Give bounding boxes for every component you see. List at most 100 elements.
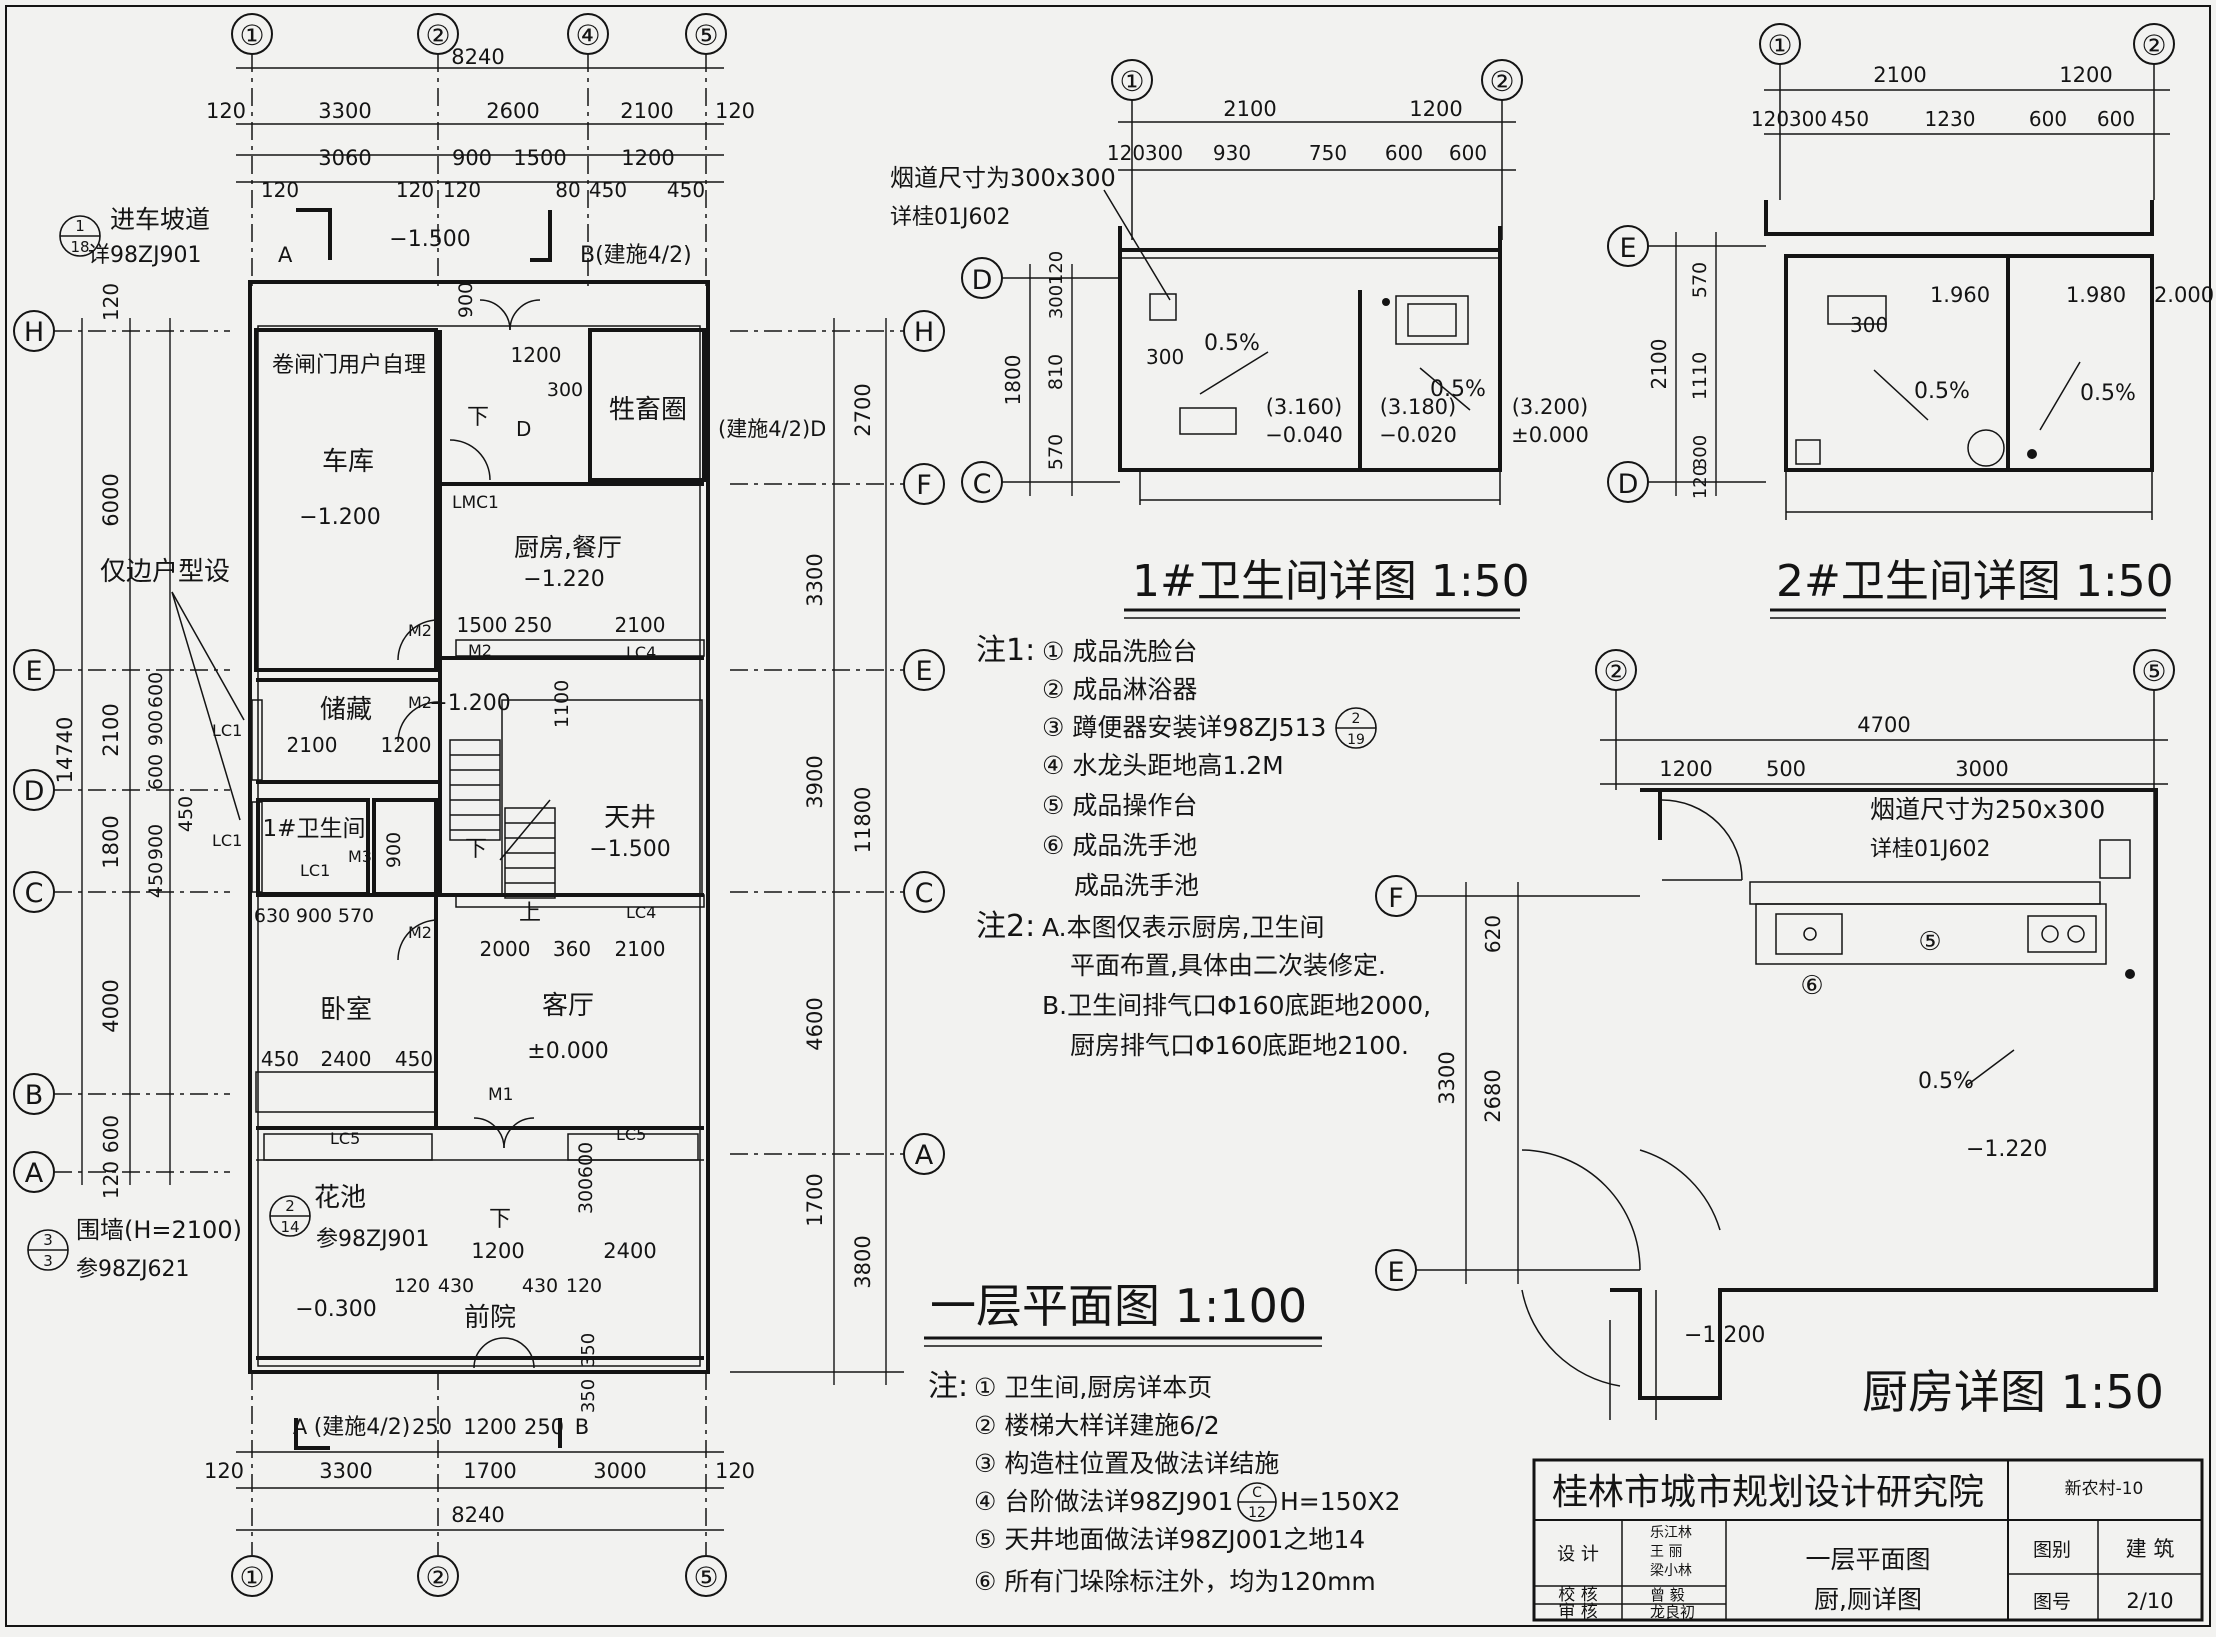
bdim-total: 8240 bbox=[451, 1503, 504, 1527]
axis-bottom-2: ② bbox=[425, 1561, 450, 1594]
bath1-level-1: −0.040 bbox=[1265, 423, 1343, 447]
bath1-dim-600b: 600 bbox=[1449, 141, 1487, 165]
notes1-head: 注1: bbox=[976, 633, 1035, 668]
axis-top-4: ④ bbox=[575, 19, 600, 52]
top-dimensions: 8240 120 3300 2600 2100 120 3060 900 150… bbox=[206, 45, 755, 202]
idim-25: 430 bbox=[522, 1275, 558, 1297]
idim-6: 2100 bbox=[287, 733, 338, 757]
inner-dimensions: 900 1200 300 1500 250 2100 2100 1200 110… bbox=[254, 282, 666, 1413]
building-walls bbox=[248, 208, 710, 1450]
dim-right-2: 3900 bbox=[803, 755, 827, 808]
door-m2-d: M2 bbox=[408, 923, 432, 942]
idim-23: 120 bbox=[394, 1275, 430, 1297]
dim-right-3: 4600 bbox=[803, 997, 827, 1050]
bath2-dim-1230: 1230 bbox=[1925, 107, 1976, 131]
bath2-ldim-total: 2100 bbox=[1647, 339, 1671, 390]
bdim-r2-4: 120 bbox=[715, 1459, 755, 1483]
designer-1: 乐江林 bbox=[1650, 1525, 1692, 1541]
notes1-item-1: ① 成品洗脸台 bbox=[1042, 637, 1197, 666]
notes2-item-2: 平面布置,具体由二次装修定. bbox=[1070, 951, 1386, 980]
bath1-ldim-1: 300 bbox=[1046, 285, 1067, 319]
bath1-axis-c: C bbox=[973, 469, 992, 500]
notes2-item-4: 厨房排气口Φ160底距地2100. bbox=[1070, 1031, 1409, 1060]
dim-left-9: 900 bbox=[145, 710, 167, 746]
front-yard-level: −0.300 bbox=[295, 1297, 376, 1322]
front-yard: 前院 bbox=[464, 1303, 516, 1333]
axis-left-c: C bbox=[25, 878, 44, 909]
bath1-slope-2: 0.5% bbox=[1430, 377, 1486, 402]
idim-26: 120 bbox=[566, 1275, 602, 1297]
bath1-dim300: 300 bbox=[1146, 345, 1184, 369]
dim-top-r3-1: 120 bbox=[396, 178, 434, 202]
bath1-dim-1200: 1200 bbox=[1409, 97, 1462, 121]
bath1-level-3: −0.020 bbox=[1379, 423, 1457, 447]
main-floor-plan: ① ② ④ ⑤ 8240 120 3300 2600 2100 120 3060… bbox=[13, 13, 1322, 1597]
idim-18: 450 bbox=[395, 1047, 433, 1071]
bdim-r2-2: 1700 bbox=[463, 1459, 516, 1483]
bath1-level-0: (3.160) bbox=[1266, 395, 1343, 419]
bath2-title: 2#卫生间详图 1:50 bbox=[1776, 556, 2174, 607]
bath1-level-4: (3.200) bbox=[1512, 395, 1589, 419]
window-lc1-c: LC1 bbox=[300, 861, 330, 880]
axis-right-h: H bbox=[914, 317, 934, 348]
number-label: 图号 bbox=[2033, 1591, 2071, 1613]
dim-top-r1-3: 2100 bbox=[620, 99, 673, 123]
section-a-top: A bbox=[278, 243, 293, 267]
door-m2-b: M2 bbox=[468, 641, 492, 660]
door-m3: M3 bbox=[348, 847, 372, 866]
bdim-250a: 250 bbox=[412, 1415, 452, 1439]
label-design: 设 计 bbox=[1557, 1544, 1599, 1565]
idim-2: 300 bbox=[547, 379, 583, 401]
axis-right-f: F bbox=[916, 470, 932, 501]
dim-right-0: 2700 bbox=[851, 383, 875, 436]
bdim-1200: 1200 bbox=[463, 1415, 516, 1439]
dim-top-r2-3: 1200 bbox=[621, 146, 674, 170]
dim-top-r3-5: 450 bbox=[667, 178, 705, 202]
notes1-item-7: 成品洗手池 bbox=[1074, 871, 1199, 900]
bath2-dim-120: 120 bbox=[1751, 107, 1789, 131]
bath2-ldim-0: 570 bbox=[1689, 262, 1711, 298]
bdim-r2-1: 3300 bbox=[319, 1459, 372, 1483]
idim-19: 300 bbox=[575, 1178, 597, 1214]
idim-27: 350 bbox=[578, 1333, 599, 1367]
bath1-ldim-total: 1800 bbox=[1001, 355, 1025, 406]
kitchen-axis-5: ⑤ bbox=[2141, 655, 2166, 688]
bath2-slope-1: 0.5% bbox=[1914, 379, 1970, 404]
kitchen-level-1: −1.220 bbox=[1966, 1137, 2047, 1162]
bath1-ldim-2: 810 bbox=[1045, 354, 1067, 390]
dim-top-r1-1: 3300 bbox=[318, 99, 371, 123]
bath1-dim-930: 930 bbox=[1213, 141, 1251, 165]
dim-left-11: 450 bbox=[175, 796, 197, 832]
dim-top-r1-2: 2600 bbox=[486, 99, 539, 123]
notes1-item-3: ③ 蹲便器安装详98ZJ513 bbox=[1042, 713, 1326, 742]
bath1-slope-1: 0.5% bbox=[1204, 331, 1260, 356]
idim-5: 2100 bbox=[615, 613, 666, 637]
idim-14: 360 bbox=[553, 937, 591, 961]
title-block: 桂林市城市规划设计研究院 新农村-10 设 计 校 核 审 核 乐江林 王 丽 … bbox=[1532, 1458, 2204, 1622]
idim-24: 430 bbox=[438, 1275, 474, 1297]
idim-20: 600 bbox=[575, 1142, 597, 1178]
category-value: 建 筑 bbox=[2126, 1537, 2175, 1561]
project-name: 新农村-10 bbox=[2065, 1479, 2144, 1499]
door-m2-a: M2 bbox=[408, 621, 432, 640]
axis-left-e: E bbox=[25, 656, 42, 687]
kitchen-dim-3000: 3000 bbox=[1955, 757, 2008, 781]
plan-annotations: 进车坡道 详98ZJ901 1 18 仅边户型设 围墙(H=2100) 参98Z… bbox=[27, 205, 826, 1282]
idim-9: 630 bbox=[254, 905, 290, 927]
step-idx-top: C bbox=[1252, 1485, 1262, 1501]
flower-bed: 花池 bbox=[314, 1183, 366, 1213]
room-bath1: 1#卫生间 bbox=[263, 816, 366, 842]
down-1: 下 bbox=[467, 405, 489, 430]
bath1-ldim-3: 570 bbox=[1045, 434, 1067, 470]
category-label: 图别 bbox=[2033, 1539, 2071, 1561]
notes-main-item-6: ⑥ 所有门垛除标注外，均为120mm bbox=[974, 1567, 1376, 1596]
drawing-name-1: 一层平面图 bbox=[1805, 1545, 1930, 1574]
room-kitchen: 厨房,餐厅 bbox=[514, 533, 622, 562]
idim-17: 2400 bbox=[321, 1047, 372, 1071]
axis-left-h: H bbox=[24, 317, 44, 348]
kitchen-ldim-2680: 2680 bbox=[1481, 1069, 1505, 1122]
axis-bottom-1: ① bbox=[239, 1561, 264, 1594]
dim-left-10: 600 bbox=[145, 754, 167, 790]
only-side-note: 仅边户型设 bbox=[100, 557, 230, 587]
down-2: 下 bbox=[465, 837, 487, 862]
